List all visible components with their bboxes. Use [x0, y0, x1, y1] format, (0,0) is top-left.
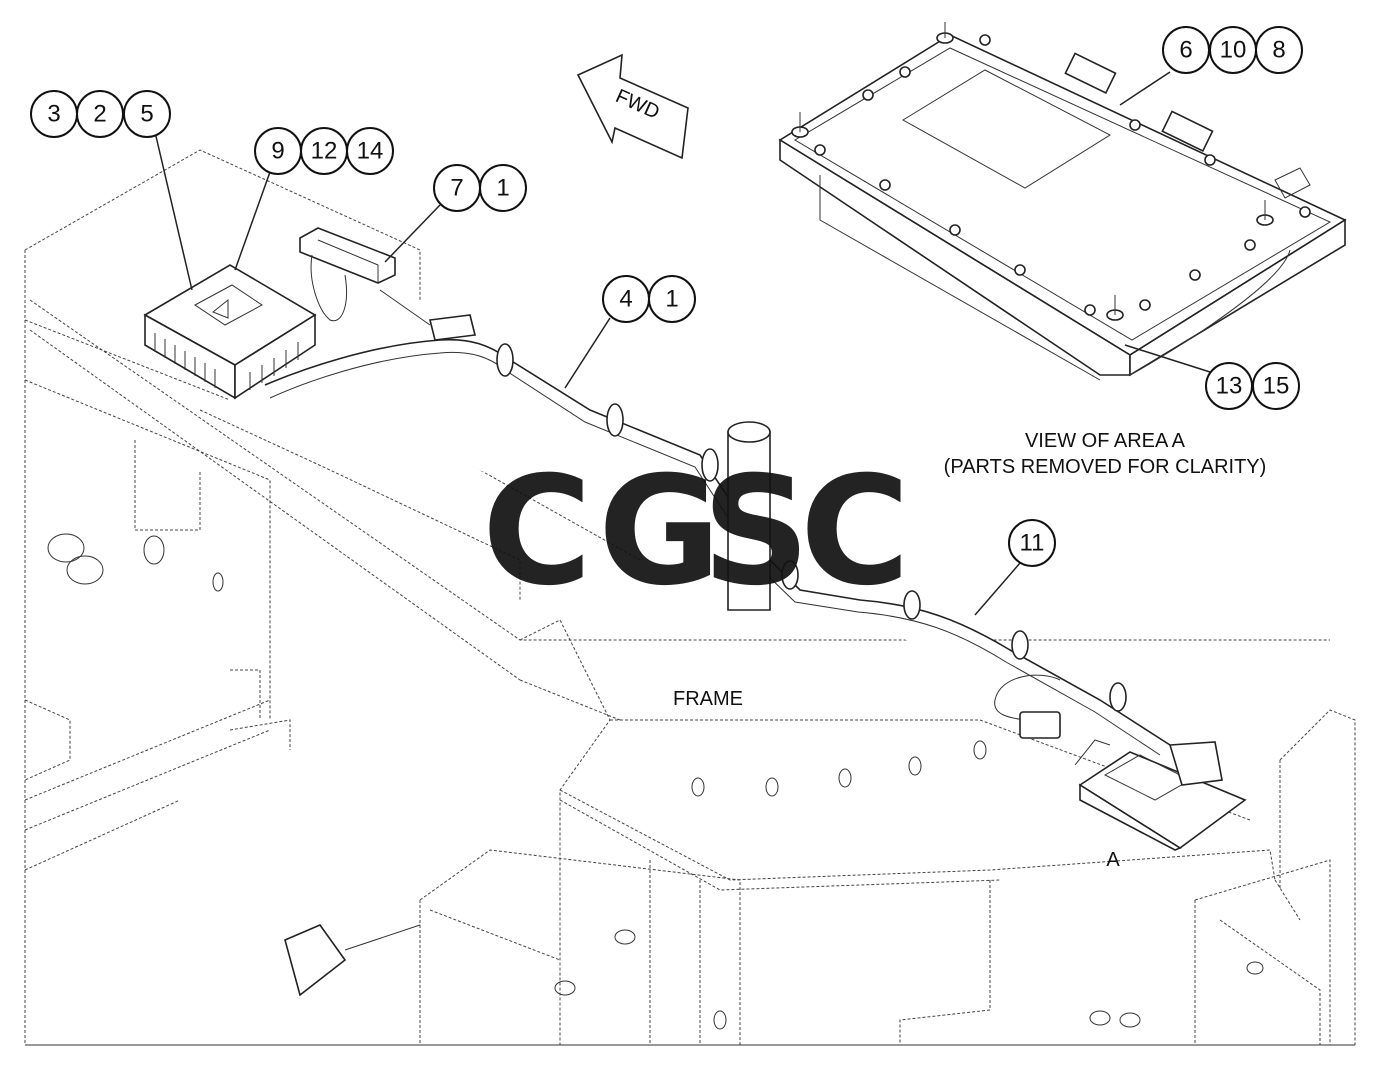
callout-circle	[346, 127, 394, 175]
callout-number: 2	[93, 101, 106, 128]
wiring-harness	[264, 289, 1171, 756]
callout-circle	[1255, 26, 1303, 74]
watermark: C G S C	[482, 445, 910, 619]
frame-label: FRAME	[673, 688, 743, 710]
rocker-switch	[299, 227, 396, 322]
view-subtitle: (PARTS REMOVED FOR CLARITY)	[944, 456, 1267, 478]
callout-group-6-10-8: 6 10 8	[1162, 26, 1303, 74]
callout-number: 13	[1216, 373, 1243, 400]
callout-number: 15	[1263, 373, 1290, 400]
watermark-letter-c1: C	[482, 445, 592, 619]
frame-outline	[24, 149, 1356, 1046]
callout-circle	[1252, 362, 1300, 410]
callout-number: 7	[450, 175, 463, 202]
leader-lines	[154, 71, 1211, 616]
watermark-letter-g: G	[598, 445, 721, 619]
callout-number: 3	[47, 101, 60, 128]
callout-number: 5	[140, 101, 153, 128]
watermark-letter-c2: C	[800, 445, 910, 619]
callouts: 3 2 5 9 12 14 7 1 4 1	[30, 26, 1303, 567]
area-a-module	[1074, 739, 1247, 851]
callout-number: 12	[311, 138, 338, 165]
callout-circle	[479, 164, 527, 212]
callout-group-13-15: 13 15	[1205, 362, 1300, 410]
watermark-letter-s: S	[702, 445, 810, 619]
callout-number: 4	[619, 286, 632, 313]
callout-circle	[123, 90, 171, 138]
fwd-arrow: FWD	[576, 53, 689, 160]
vertical-post	[727, 421, 771, 611]
inset-module-view	[778, 22, 1347, 381]
area-a-label: A	[1106, 849, 1120, 871]
controller-module	[143, 264, 317, 400]
callout-number: 14	[357, 138, 384, 165]
callout-circle	[648, 275, 696, 323]
callout-number: 1	[496, 175, 509, 202]
callout-group-7-1: 7 1	[433, 164, 527, 212]
callout-group-11: 11	[1008, 519, 1056, 567]
callout-number: 10	[1220, 37, 1247, 64]
callout-group-4-1: 4 1	[602, 275, 696, 323]
callout-group-3-2-5: 3 2 5	[30, 90, 171, 138]
callout-number: 1	[665, 286, 678, 313]
callout-circle	[1008, 519, 1056, 567]
callout-group-9-12-14: 9 12 14	[254, 127, 394, 175]
callout-number: 11	[1020, 530, 1045, 557]
callout-number: 8	[1272, 37, 1285, 64]
callout-number: 9	[271, 138, 284, 165]
callout-number: 6	[1179, 37, 1192, 64]
view-title: VIEW OF AREA A	[1025, 430, 1186, 452]
